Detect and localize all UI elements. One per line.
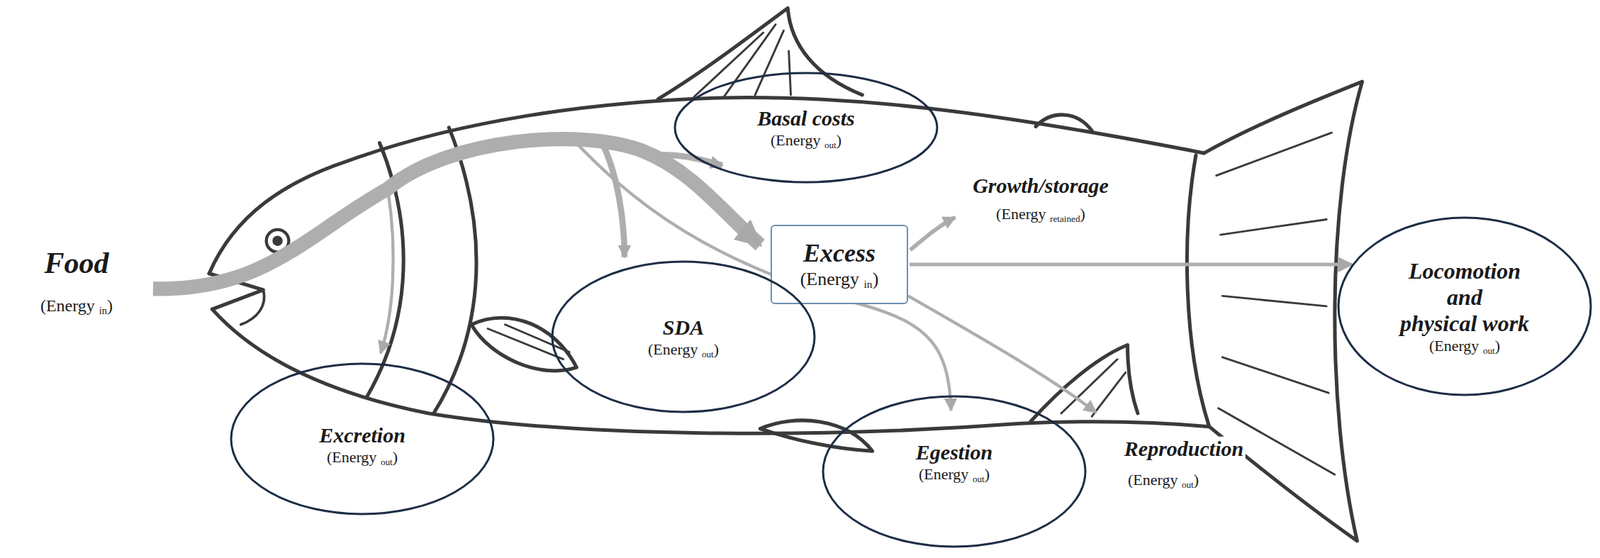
- node-title: Egestion: [913, 440, 995, 466]
- pelvic-fin: [759, 420, 872, 451]
- gill-line: [433, 127, 477, 414]
- adipose-fin: [1035, 114, 1092, 131]
- energy-note: (Energy retained): [993, 204, 1088, 223]
- ellipse-border: [823, 396, 1086, 547]
- dorsal-fin: [657, 8, 863, 100]
- fin-ray: [1061, 359, 1126, 417]
- fin-ray: [1216, 132, 1335, 475]
- energy-note: (Energy out): [324, 448, 400, 466]
- energy-note: (Energy in): [38, 296, 115, 317]
- ellipse-border: [231, 363, 494, 514]
- ellipse-border: [1338, 217, 1591, 395]
- node-text-group: Locomotion and physical work(Energy out): [1397, 258, 1532, 355]
- anal-fin: [1030, 345, 1138, 422]
- excretion-flow: [380, 188, 394, 354]
- sda-flow: [601, 143, 625, 258]
- energy-flows: [153, 137, 1096, 412]
- fish-belly: [211, 309, 1209, 434]
- caudal-base: [1187, 155, 1210, 427]
- node-text-group: Excess(Energy in): [798, 238, 882, 290]
- budget-ellipse: Excretion(Energy out): [229, 362, 495, 516]
- node-title: SDA: [660, 315, 707, 341]
- food-stream: [153, 138, 760, 289]
- fish-jaw: [241, 289, 265, 325]
- node-text-group: Egestion(Energy out): [913, 440, 995, 483]
- node-text-group: SDA(Energy out): [645, 315, 721, 358]
- ellipse-border: [552, 261, 815, 412]
- input-label: Food: [41, 245, 111, 281]
- growth-flow: [910, 217, 955, 251]
- node-text-group: Basal costs(Energy out): [754, 106, 858, 149]
- output-label: Growth/storage: [970, 173, 1111, 199]
- node-title: Locomotion and physical work: [1397, 258, 1532, 337]
- energy-note: (Energy out): [1125, 470, 1201, 489]
- energy-note: (Energy out): [1427, 336, 1503, 355]
- fin-ray: [487, 324, 570, 360]
- reproduction-flow: [908, 295, 1096, 412]
- flow-arrow: [909, 263, 1352, 267]
- node-title: Excretion: [316, 423, 408, 449]
- energy-note: (Energy in): [798, 268, 882, 290]
- budget-ellipse: SDA(Energy out): [550, 260, 816, 414]
- basal-flow: [652, 154, 723, 166]
- budget-ellipse: Basal costs(Energy out): [673, 71, 939, 184]
- output-label: Reproduction: [1122, 436, 1246, 462]
- fish-pupil: [272, 236, 283, 246]
- node-title: Excess: [801, 238, 878, 268]
- node-title: Basal costs: [754, 106, 858, 132]
- budget-ellipse: Locomotion and physical work(Energy out): [1336, 216, 1593, 397]
- energy-note: (Energy out): [645, 340, 721, 358]
- energy-note: (Energy out): [768, 131, 844, 149]
- energy-note: (Energy out): [916, 465, 992, 483]
- fin-ray: [694, 24, 792, 98]
- excess-box: Excess(Energy in): [770, 224, 909, 305]
- node-text-group: Excretion(Energy out): [316, 423, 408, 466]
- ellipse-border: [674, 73, 938, 183]
- budget-ellipse: Egestion(Energy out): [821, 394, 1087, 548]
- fish-outline: [209, 8, 1363, 541]
